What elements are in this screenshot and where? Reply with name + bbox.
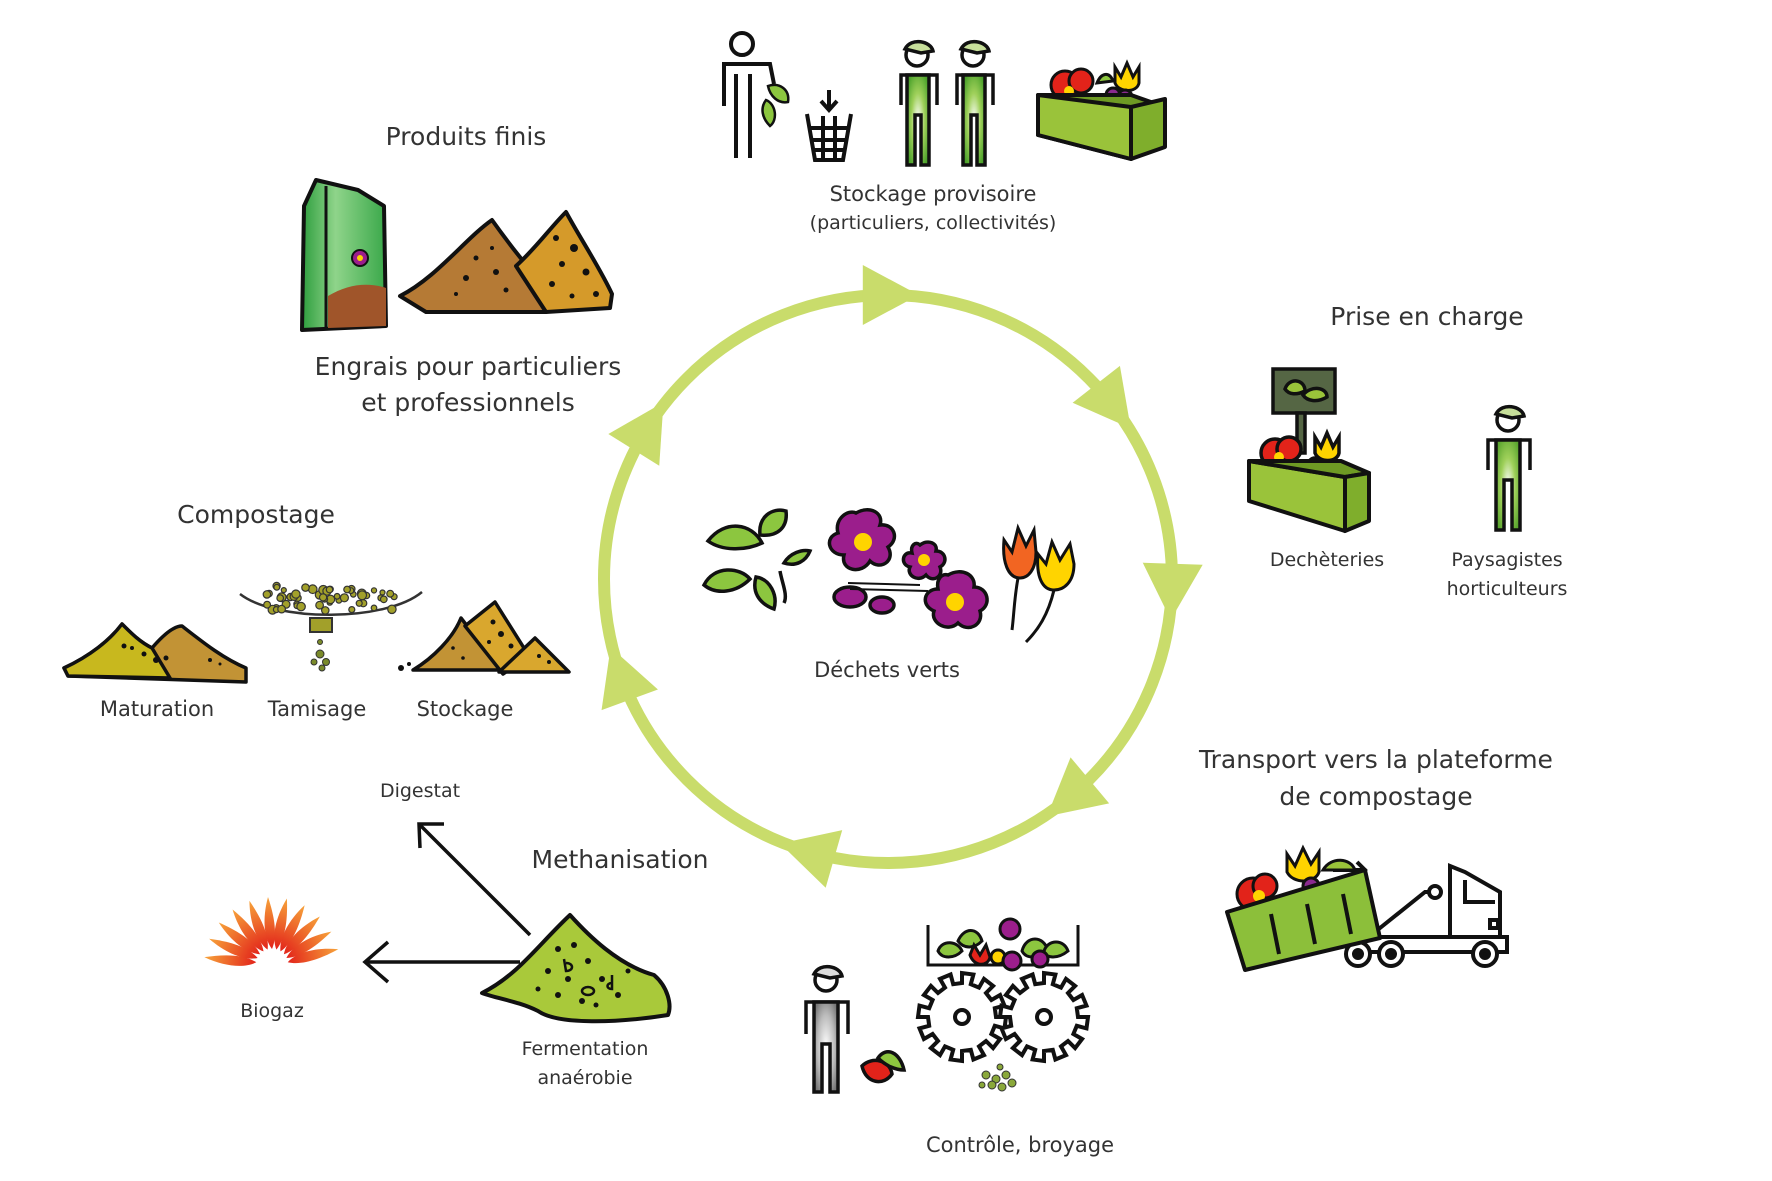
- sieve-particle: [333, 592, 341, 600]
- inspector-icon: [804, 964, 907, 1094]
- sieve-particle: [370, 604, 378, 612]
- sieve-particle: [379, 595, 388, 604]
- maturation-pile-icon: [62, 622, 248, 684]
- recycling-center-bin-icon: [1247, 367, 1371, 533]
- flame-petal: [209, 938, 258, 959]
- methanisation-title: Methanisation: [531, 845, 709, 874]
- stockage-provisoire-title: Stockage provisoire: [829, 182, 1037, 206]
- sieve-particle: [262, 590, 272, 599]
- sieve-icon: [239, 581, 423, 672]
- sieve-particle: [348, 606, 356, 614]
- flame-petal: [283, 916, 320, 955]
- center-label: Déchets verts: [814, 658, 960, 682]
- sieve-particle: [370, 587, 378, 594]
- biogaz-label: Biogaz: [240, 1000, 304, 1022]
- cycle-arrow-icon: [1046, 757, 1110, 817]
- cycle-arrow-icon: [1142, 562, 1203, 620]
- compost-piles-icon: [398, 210, 614, 314]
- gear-hub: [953, 1008, 971, 1026]
- leaves-icon: [701, 508, 813, 612]
- flame-petal: [280, 905, 305, 952]
- sieve-particle: [315, 600, 324, 610]
- sieve-particle: [307, 584, 318, 595]
- trash-bin-icon: [805, 90, 853, 162]
- stockage-label: Stockage: [416, 697, 514, 721]
- anaerobie-label: anaérobie: [537, 1067, 633, 1089]
- storage-piles-icon: [398, 600, 571, 676]
- flame-petal: [204, 955, 257, 966]
- sieve-particle: [343, 585, 351, 594]
- flame-icon: [204, 897, 339, 966]
- fertilizer-bag-icon: [300, 178, 388, 332]
- stockage-provisoire-subtitle: (particuliers, collectivités): [809, 212, 1057, 234]
- shredder-gears-icon: [915, 917, 1091, 1092]
- controle-broyage-label: Contrôle, broyage: [925, 1133, 1115, 1157]
- flame-petal: [287, 948, 339, 964]
- tulips-icon: [1002, 523, 1076, 644]
- sieve-particle: [280, 587, 287, 594]
- flame-petal: [274, 898, 288, 950]
- sieve-particle: [386, 589, 395, 598]
- flower-bin-icon: [1036, 59, 1167, 161]
- cycle-arrow-icon: [1072, 365, 1131, 429]
- dump-truck-icon: [1225, 844, 1509, 972]
- sieve-particle: [263, 600, 272, 609]
- sieve-particle: [296, 601, 306, 612]
- prise-en-charge-title: Prise en charge: [1330, 302, 1524, 331]
- sieve-particle: [321, 606, 330, 615]
- sieve-particle: [325, 585, 334, 594]
- sieve-particle: [339, 593, 350, 603]
- sieve-particle: [291, 589, 301, 599]
- sieve-particle: [379, 589, 386, 596]
- engrais-caption-line2: et professionnels: [361, 388, 575, 417]
- cycle-arrow-icon: [608, 402, 664, 466]
- flame-petal: [286, 931, 332, 958]
- decheteries-label: Dechèteries: [1269, 549, 1385, 571]
- paysagistes-label: Paysagistes: [1451, 549, 1563, 571]
- digestat-label: Digestat: [379, 780, 461, 802]
- flame-petal: [218, 922, 261, 955]
- transport-title-line2: de compostage: [1279, 782, 1473, 811]
- compostage-title: Compostage: [177, 500, 335, 529]
- flame-petal: [264, 897, 275, 949]
- sieve-particle: [276, 594, 285, 603]
- maturation-label: Maturation: [99, 697, 215, 721]
- purple-flowers-icon: [827, 508, 989, 630]
- sieve-particle: [357, 590, 368, 601]
- sieve-particle: [277, 604, 286, 614]
- fermentation-label: Fermentation: [521, 1038, 649, 1060]
- sieve-particle: [273, 583, 281, 591]
- flame-petal: [249, 900, 268, 950]
- horticulteurs-label: horticulteurs: [1446, 578, 1568, 600]
- cycle-arrow-icon: [862, 265, 919, 325]
- gardener-icon: [1486, 404, 1532, 532]
- two-gardeners-icon: [899, 39, 995, 167]
- gear-hub: [1035, 1008, 1053, 1026]
- cycle-arrow-icon: [780, 830, 843, 888]
- flame-petal: [232, 909, 264, 952]
- transport-title-line1: Transport vers la plateforme: [1199, 745, 1553, 774]
- cycle-arrow-icon: [601, 647, 658, 711]
- engrais-caption-line1: Engrais pour particuliers: [314, 352, 622, 381]
- person-throwing-icon: [722, 31, 790, 158]
- sieve-particle: [355, 599, 363, 607]
- tamisage-label: Tamisage: [267, 697, 367, 721]
- produits-finis-title: Produits finis: [385, 122, 547, 151]
- sieve-particle: [318, 593, 328, 602]
- sieve-particle: [387, 604, 397, 615]
- fermentation-pile-icon: [480, 913, 672, 1024]
- sieve-particle: [301, 583, 310, 592]
